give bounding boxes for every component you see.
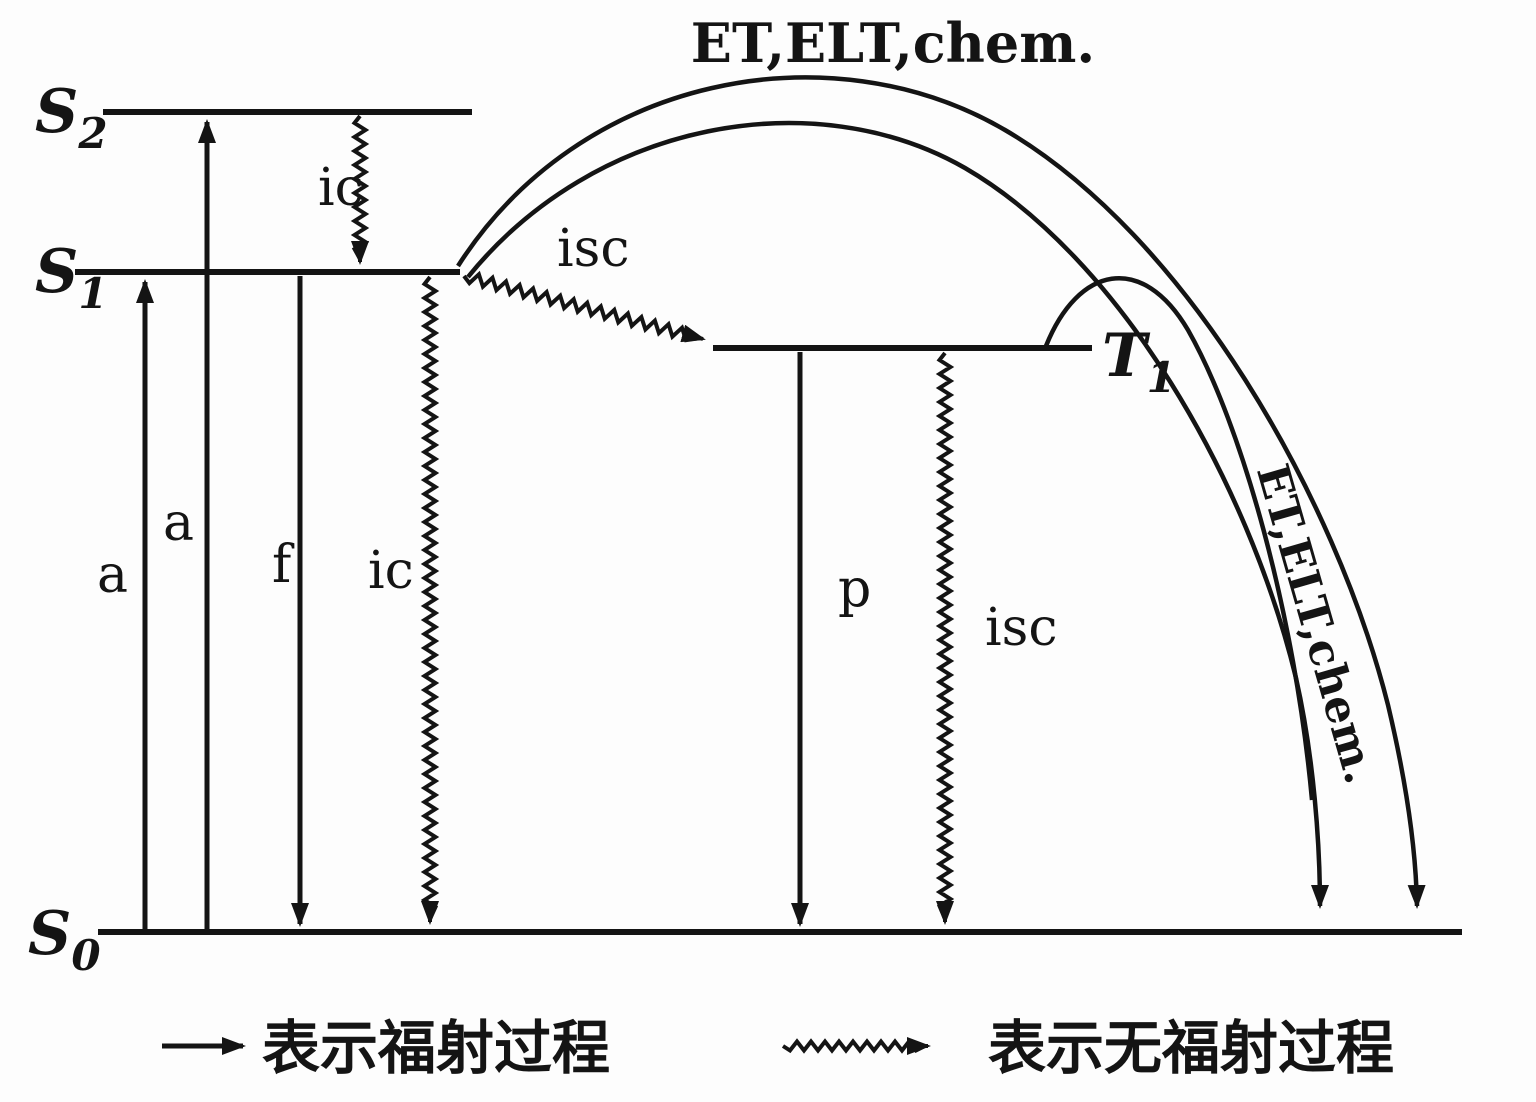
- fluorescence-label: f: [272, 535, 295, 595]
- absorption-label-right: a: [163, 493, 194, 553]
- s2-label: S2: [35, 77, 108, 158]
- absorption-label-left: a: [97, 545, 128, 605]
- ic-label-middle: ic: [368, 541, 414, 601]
- t1-subscript: 1: [1147, 353, 1176, 402]
- legend-nonradiative-wavy-arrow-icon: [781, 1037, 931, 1055]
- ic-label-top: ic: [318, 158, 364, 218]
- s0-subscript: 0: [71, 931, 100, 980]
- s2-letter: S: [35, 77, 78, 147]
- t1-et-arc-curve: [1043, 276, 1315, 801]
- et-band-inner-curve: [466, 120, 1329, 909]
- legend-nonradiative-label: 表示无福射过程: [988, 1014, 1394, 1082]
- et-band-outer-curve: [456, 75, 1426, 909]
- isc-label-top: isc: [557, 219, 629, 279]
- t1-label: T1: [1102, 321, 1176, 402]
- et-label-top: ET,ELT,chem.: [691, 11, 1095, 75]
- legend-radiative-label: 表示福射过程: [262, 1014, 610, 1082]
- ic-wavy-arrow-s2-s1: [350, 114, 370, 265]
- s0-label: S0: [28, 899, 101, 980]
- s2-subscript: 2: [77, 109, 107, 158]
- isc-label-bottom: isc: [985, 598, 1057, 658]
- isc-wavy-arrow-s1-t1: [462, 270, 706, 343]
- s1-label: S1: [35, 237, 108, 318]
- legend: 表示福射过程 表示无福射过程: [162, 1014, 1394, 1082]
- s1-subscript: 1: [78, 269, 107, 318]
- ic-wavy-arrow-s1-s0: [420, 275, 440, 925]
- isc-wavy-arrow-t1-s0: [935, 351, 955, 925]
- t1-letter: T: [1102, 321, 1151, 391]
- s0-letter: S: [28, 899, 71, 969]
- phosphorescence-label: p: [838, 559, 871, 619]
- s1-letter: S: [35, 237, 78, 307]
